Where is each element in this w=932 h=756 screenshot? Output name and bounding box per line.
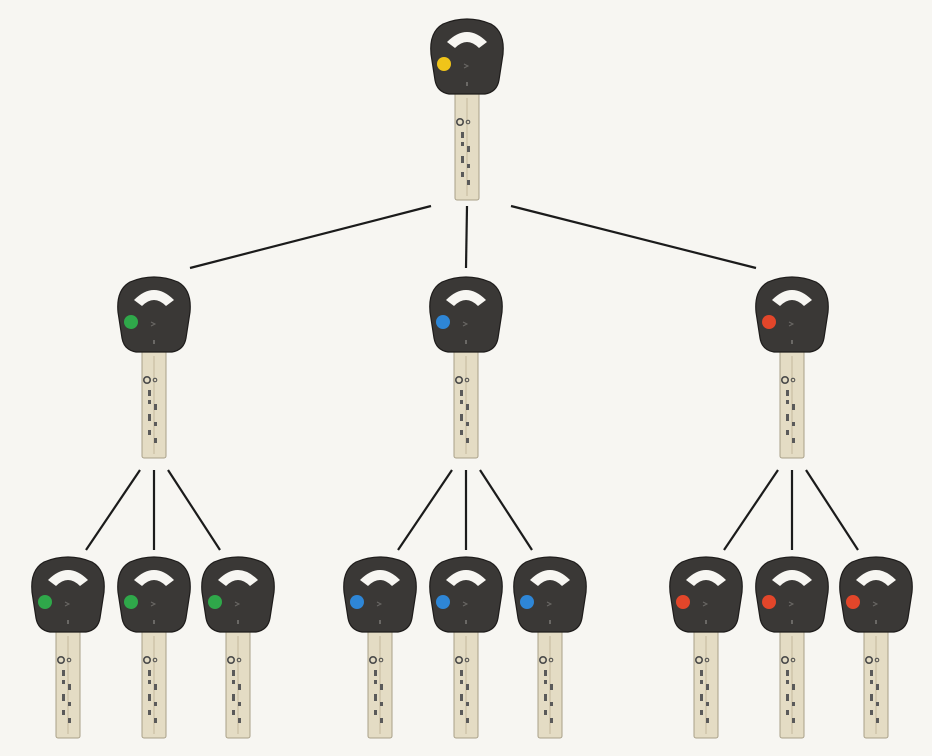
connector-group-3-child-3: [805, 469, 859, 551]
color-dot-icon: [846, 595, 860, 609]
connector-group-1-child-3: [167, 469, 221, 551]
key-icon: [429, 18, 505, 201]
color-dot-icon: [676, 595, 690, 609]
color-dot-icon: [437, 57, 451, 71]
user-key-blue-2: [428, 556, 504, 739]
color-dot-icon: [350, 595, 364, 609]
key-icon: [512, 556, 588, 739]
key-icon: [30, 556, 106, 739]
connector-lines: [85, 204, 859, 551]
color-dot-icon: [38, 595, 52, 609]
user-key-green-3: [200, 556, 276, 739]
master-key: [429, 18, 505, 201]
color-dot-icon: [124, 315, 138, 329]
user-key-green-2: [116, 556, 192, 739]
key-icon: [754, 276, 830, 459]
user-key-red-1: [668, 556, 744, 739]
key-icon: [754, 556, 830, 739]
color-dot-icon: [436, 595, 450, 609]
group-key-red: [754, 276, 830, 459]
group-key-blue: [428, 276, 504, 459]
key-icon: [668, 556, 744, 739]
key-icon: [200, 556, 276, 739]
user-key-green-1: [30, 556, 106, 739]
color-dot-icon: [762, 315, 776, 329]
connector-master-to-group-3: [510, 204, 757, 270]
key-icon: [428, 276, 504, 459]
user-key-blue-3: [512, 556, 588, 739]
key-icon: [342, 556, 418, 739]
key-icon: [428, 556, 504, 739]
color-dot-icon: [124, 595, 138, 609]
user-key-blue-1: [342, 556, 418, 739]
color-dot-icon: [436, 315, 450, 329]
keys-layer: [30, 18, 914, 739]
user-key-red-3: [838, 556, 914, 739]
key-icon: [116, 556, 192, 739]
color-dot-icon: [520, 595, 534, 609]
connector-group-1-child-1: [85, 469, 141, 551]
connector-master-to-group-2: [464, 205, 469, 269]
color-dot-icon: [208, 595, 222, 609]
connector-group-2-child-1: [397, 469, 453, 551]
color-dot-icon: [762, 595, 776, 609]
key-icon: [838, 556, 914, 739]
key-icon: [116, 276, 192, 459]
group-key-green: [116, 276, 192, 459]
connector-group-2-child-3: [479, 469, 533, 551]
connector-master-to-group-1: [189, 204, 432, 270]
connector-group-3-child-1: [723, 469, 779, 551]
user-key-red-2: [754, 556, 830, 739]
